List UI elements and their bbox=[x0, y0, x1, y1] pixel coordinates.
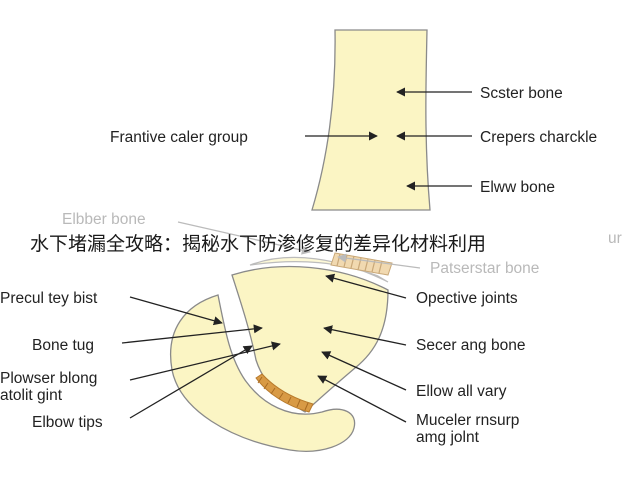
label-bone-tug: Bone tug bbox=[32, 337, 94, 354]
label-muceler-rnsurp: Muceler rnsurp bbox=[416, 412, 519, 429]
arrow-patserstar-bone bbox=[337, 253, 421, 269]
label-precul-tey-bist: Precul tey bist bbox=[0, 290, 98, 307]
label-elbow-tips: Elbow tips bbox=[32, 414, 103, 431]
arrow-bone-tug bbox=[121, 324, 263, 344]
upper-bone-shaft bbox=[311, 29, 431, 211]
lower-bone bbox=[231, 265, 389, 413]
arrow-elbow-tips bbox=[129, 345, 253, 419]
label-atolit-gint: atolit gint bbox=[0, 387, 63, 404]
label-secer-ang-bone: Secer ang bone bbox=[416, 337, 525, 354]
arrow-muceler-rnsurp bbox=[317, 375, 407, 423]
cartilage-hatch bbox=[255, 373, 314, 413]
arrow-elbber-bone bbox=[177, 221, 311, 255]
arrow-plowser-blong bbox=[129, 341, 281, 381]
label-opective-joints: Opective joints bbox=[416, 290, 518, 307]
label-plowser-blong: Plowser blong bbox=[0, 370, 97, 387]
joint-plate bbox=[249, 256, 389, 283]
label-amg-jolnt: amg jolnt bbox=[416, 429, 480, 446]
arrow-precul-tey-bist bbox=[129, 296, 223, 326]
arrow-opective-joints bbox=[325, 273, 407, 299]
label-patserstar-bone: Patserstar bone bbox=[430, 260, 539, 277]
arrow-ellow-all-vary bbox=[321, 351, 407, 391]
label-crepers-charckle: Crepers charckle bbox=[480, 129, 597, 146]
label-cut-suffix: ur bbox=[608, 230, 622, 247]
label-ellow-all-vary: Ellow all vary bbox=[416, 383, 507, 400]
label-scster-bone: Scster bone bbox=[480, 85, 563, 102]
label-elbber-bone: Elbber bone bbox=[62, 211, 146, 228]
label-elww-bone: Elww bone bbox=[480, 179, 555, 196]
banner-text: 水下堵漏全攻略：揭秘水下防渗修复的差异化材料利用 bbox=[30, 233, 486, 255]
arrow-secer-ang-bone bbox=[323, 325, 407, 346]
label-frantive-caler-group: Frantive caler group bbox=[110, 129, 248, 146]
